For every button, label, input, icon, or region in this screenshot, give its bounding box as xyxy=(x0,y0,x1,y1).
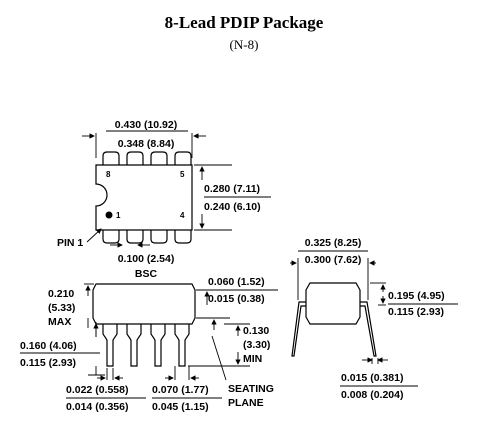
pin1-label: PIN 1 xyxy=(57,237,83,249)
width-min-label: 0.240 (6.10) xyxy=(204,201,261,213)
side-view-body xyxy=(92,283,196,325)
top-pin xyxy=(150,151,168,165)
shoulder-width-dimension xyxy=(152,366,222,399)
pin1-dot xyxy=(105,211,113,219)
bottom-pin xyxy=(102,230,120,244)
body-min-label: 0.115 (2.93) xyxy=(20,357,76,369)
end-left-lead xyxy=(291,301,306,357)
height-dimension xyxy=(84,283,94,328)
shoulder-min-label: 0.045 (1.15) xyxy=(152,401,209,413)
top-pin xyxy=(102,151,120,165)
side-lead xyxy=(126,324,142,367)
end-view-body xyxy=(305,282,361,325)
span-max-label: 0.325 (8.25) xyxy=(305,237,362,249)
length-dimension xyxy=(82,130,206,158)
span-min-label: 0.300 (7.62) xyxy=(305,254,362,266)
lead-width-max-label: 0.022 (0.558) xyxy=(66,384,128,396)
standoff-min-label: 0.015 (0.38) xyxy=(208,293,265,305)
side-lead xyxy=(174,324,190,367)
standoff-dimension xyxy=(196,289,278,330)
seating-label-1: SEATING xyxy=(228,383,274,395)
end-right-lead xyxy=(360,301,377,357)
flare-min-label: 0.115 (2.93) xyxy=(388,306,444,318)
lead-length-note: MIN xyxy=(243,353,262,365)
bottom-pin xyxy=(174,230,192,244)
thickness-min-label: 0.008 (0.204) xyxy=(341,389,403,401)
seating-label-2: PLANE xyxy=(228,397,264,409)
end-view xyxy=(291,282,377,357)
top-pin xyxy=(174,151,192,165)
lead-width-dimension xyxy=(66,368,146,399)
pin-1-number: 1 xyxy=(116,211,121,220)
length-max-label: 0.430 (10.92) xyxy=(115,119,177,131)
height-max-mm: (5.33) xyxy=(48,302,75,314)
thickness-dimension xyxy=(340,357,418,387)
lead-length-in: 0.130 xyxy=(243,325,269,337)
lead-length-mm: (3.30) xyxy=(243,339,270,351)
length-min-label: 0.348 (8.84) xyxy=(118,138,175,150)
width-max-label: 0.280 (7.11) xyxy=(204,183,260,195)
top-view-body xyxy=(95,164,193,231)
body-height-dimension xyxy=(20,322,105,376)
bottom-pin xyxy=(126,230,144,244)
standoff-max-label: 0.060 (1.52) xyxy=(208,276,265,288)
bottom-pin xyxy=(150,230,168,244)
thickness-max-label: 0.015 (0.381) xyxy=(341,372,403,384)
pin-8-number: 8 xyxy=(106,170,111,179)
package-title: 8-Lead PDIP Package xyxy=(165,13,324,32)
pin-5-number: 5 xyxy=(180,170,185,179)
span-dimension xyxy=(290,250,376,300)
seating-plane-leader xyxy=(211,335,227,381)
side-view xyxy=(92,283,196,367)
width-dimension xyxy=(194,164,271,231)
package-subtitle: (N-8) xyxy=(230,37,259,52)
side-lead xyxy=(150,324,166,367)
pitch-note: BSC xyxy=(135,268,158,280)
body-max-label: 0.160 (4.06) xyxy=(20,340,77,352)
height-max-in: 0.210 xyxy=(48,288,74,300)
lead-length-dimension xyxy=(188,323,250,367)
top-view xyxy=(95,151,193,244)
height-max-note: MAX xyxy=(48,316,71,328)
shoulder-max-label: 0.070 (1.77) xyxy=(152,384,209,396)
pitch-label: 0.100 (2.54) xyxy=(118,253,175,265)
top-pin xyxy=(126,151,144,165)
pin-4-number: 4 xyxy=(180,211,185,220)
pin1-leader xyxy=(86,228,102,243)
lead-width-min-label: 0.014 (0.356) xyxy=(66,401,128,413)
flare-max-label: 0.195 (4.95) xyxy=(388,290,445,302)
flare-dimension xyxy=(370,282,458,306)
side-lead xyxy=(102,324,118,367)
